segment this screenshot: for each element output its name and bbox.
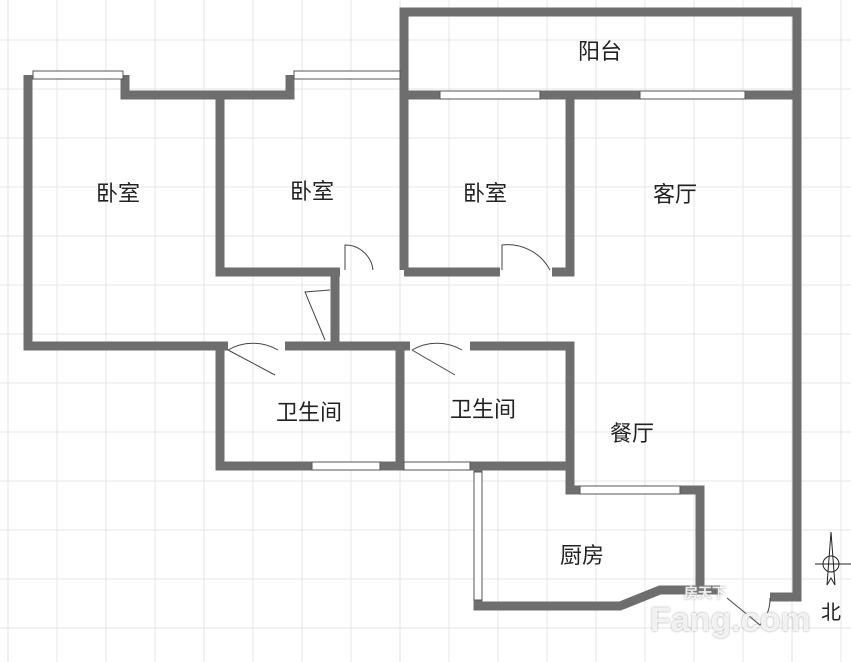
compass-icon (815, 531, 851, 586)
wall-bedroom3-east (552, 95, 575, 277)
room-label-living-room: 客厅 (653, 183, 698, 208)
room-label-kitchen: 厨房 (560, 544, 605, 569)
wall-bedroom1 (120, 75, 295, 100)
watermark-en: Fang.com (650, 601, 811, 639)
room-label-balcony: 阳台 (578, 40, 623, 65)
wall-kitchen-east (565, 466, 580, 495)
wall-west (23, 75, 228, 351)
wall-kitchen-right (680, 485, 705, 590)
room-label-dining-room: 餐厅 (610, 422, 655, 447)
walls (23, 7, 802, 611)
wall-bedroom2 (215, 95, 340, 277)
room-label-bathroom-2: 卫生间 (450, 398, 517, 423)
windows (32, 70, 746, 601)
watermark-cn: 房天下 (684, 586, 726, 602)
doors (227, 244, 771, 626)
wall-bath1 (215, 346, 312, 471)
room-label-bedroom-1: 卧室 (96, 182, 141, 207)
room-label-bedroom-3: 卧室 (463, 182, 508, 207)
wall-balcony (399, 7, 802, 602)
room-label-bedroom-2: 卧室 (290, 180, 335, 205)
north-label: 北 (821, 600, 841, 624)
room-label-bathroom-1: 卫生间 (276, 401, 343, 426)
